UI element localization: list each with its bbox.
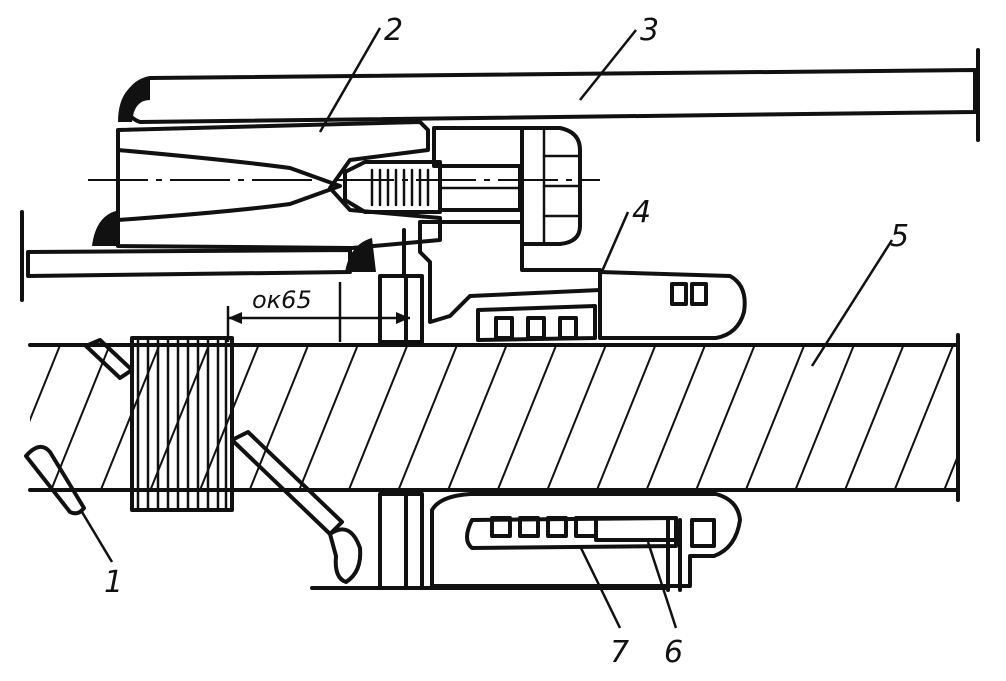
upper-pipe-wall bbox=[20, 210, 376, 302]
gland-body-part-4 bbox=[418, 220, 747, 342]
conical-nozzle-part-2 bbox=[92, 120, 442, 250]
spring-arms-part-1 bbox=[24, 338, 363, 584]
callout-1: 1 bbox=[104, 565, 123, 600]
callout-4: 4 bbox=[632, 195, 651, 230]
callout-leaders bbox=[80, 27, 894, 629]
callout-5: 5 bbox=[890, 219, 909, 254]
lower-gland-housing bbox=[310, 492, 742, 592]
callout-3: 3 bbox=[640, 13, 659, 48]
callout-2: 2 bbox=[384, 13, 403, 48]
threaded-shaft-part-5 bbox=[28, 333, 960, 502]
spacer-plates-upper bbox=[378, 228, 424, 344]
bolt-screw bbox=[343, 126, 582, 246]
dimension-annotation: ок65 bbox=[226, 282, 410, 342]
coil-spring bbox=[130, 336, 234, 512]
outer-cover-part-3 bbox=[118, 48, 980, 142]
callout-6: 6 bbox=[664, 635, 683, 670]
dimension-text: ок65 bbox=[252, 286, 312, 314]
callout-7: 7 bbox=[610, 635, 629, 670]
